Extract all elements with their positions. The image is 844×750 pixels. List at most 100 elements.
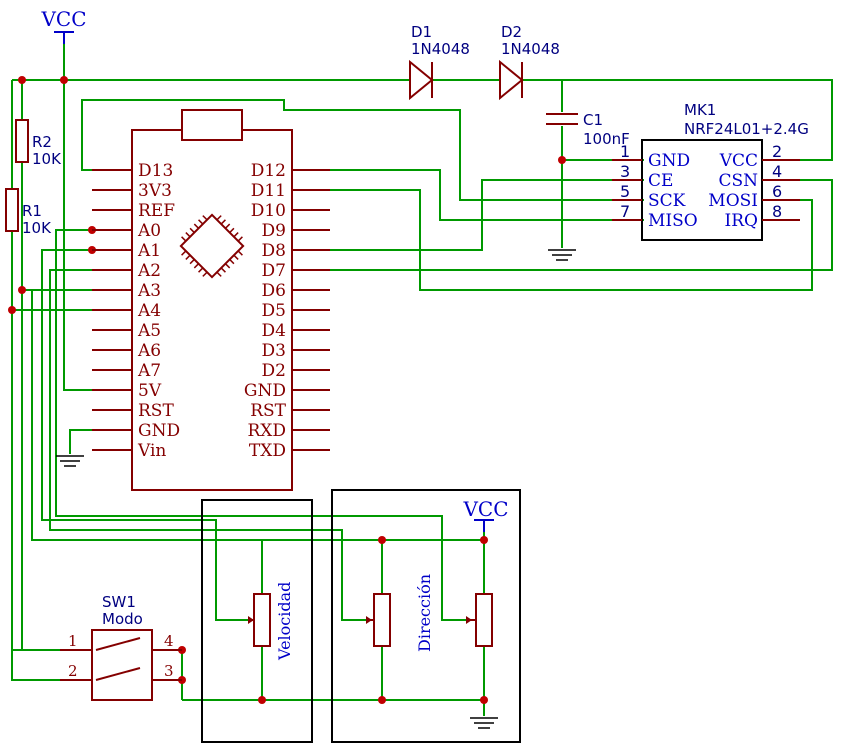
arduino-pin-label-d3: D3 [262,341,286,361]
chip-pin [216,271,222,277]
arduino-pin-label-rxd: RXD [247,421,286,441]
arduino-pin-label-gnd: GND [138,421,180,441]
arduino-pin-label-txd: TXD [249,441,286,461]
arduino-pin-label-5v: 5V [138,381,162,401]
junction-dot [18,286,26,294]
junction-dot [18,76,26,84]
nrf-pin-label-csn: CSN [718,171,758,191]
r2-value: 10K [32,150,62,168]
arduino-pin-label-d2: D2 [262,361,286,381]
arduino-pin-label-a3: A3 [137,281,161,301]
arduino-pin-label-d9: D9 [262,221,286,241]
arduino-pin-label-a6: A6 [137,341,161,361]
nrf-pin-number: 5 [620,182,630,201]
nrf-value: NRF24L01+2.4G [684,120,809,138]
chip-pin [233,254,239,260]
ground-icon [470,717,498,729]
velocidad-box: Velocidad [201,499,313,743]
arduino-pin-label-d6: D6 [262,281,286,301]
potentiometer-velocidad [248,593,271,647]
capacitor-c1: C1 100nF [546,111,630,148]
wire-vcc-to-5v [63,80,92,391]
sw-pin-2: 2 [68,662,78,680]
d1-ref: D1 [411,23,432,41]
junction-dot [558,156,566,164]
nrf-pin-number: 3 [620,162,630,181]
r1-ref: R1 [22,202,42,220]
nrf-body [641,139,763,241]
arduino-pin-label-a2: A2 [137,261,161,281]
wire-sw-pin2 [11,650,92,681]
r2-ref: R2 [32,133,52,151]
wire-a0-to-direccion2 [55,229,472,621]
chip-pin [181,236,187,242]
wire-d13-to-sck [81,99,644,201]
diode-d2: D2 1N4048 [499,23,560,101]
d1-value: 1N4048 [411,40,470,58]
junction-dot [378,696,386,704]
arduino-pin-label-a7: A7 [137,361,161,381]
arduino-pin-label-a0: A0 [137,221,161,241]
ground-symbols [56,249,576,729]
chip-pin [193,223,200,229]
vcc-pot-label: VCC [462,497,508,521]
vcc-top-symbol: VCC [40,7,87,44]
c1-value: 100nF [583,130,630,148]
vcc-top-label: VCC [40,7,86,31]
chip-pin [237,236,243,242]
chip-pin [220,267,226,273]
sw-pin-3: 3 [164,662,174,680]
chip-pin [193,263,200,269]
junction-dot [8,306,16,314]
potentiometer-direccion-1 [366,593,391,647]
chip-pin [185,254,191,260]
diode-d1: D1 1N4048 [409,23,470,101]
arduino-pin-label-d13: D13 [138,161,173,181]
wire-d11-to-mosi [330,189,813,291]
chip-pin [189,227,195,234]
mcu-chip [179,213,245,279]
arduino-pin-label-ref: REF [138,201,175,221]
arduino-pin-label-d5: D5 [262,301,286,321]
direccion-box: Dirección [331,489,521,743]
arduino-pin-label-d11: D11 [251,181,286,201]
nrf-pin-number: 4 [772,162,782,181]
sw-pin-4: 4 [164,632,174,650]
nrf-pin-label-mosi: MOSI [708,191,758,211]
junction-dot [60,76,68,84]
wire-arduino-gnd [69,429,92,454]
c1-ref: C1 [583,111,603,129]
wire-a1-to-velocidad [41,249,248,621]
nrf-pin-label-irq: IRQ [725,211,758,231]
junctions [8,76,566,704]
arduino-pin-label-vin: Vin [137,441,166,461]
arduino-pin-label-a4: A4 [137,301,161,321]
arduino-pin-label-rst: RST [138,401,174,421]
nrf-pin-label-sck: SCK [648,191,686,211]
vcc-pot-symbol: VCC [462,497,509,532]
chip-pin [198,267,204,273]
nrf-pin-label-gnd: GND [648,151,690,171]
nrf-pin-label-ce: CE [648,171,673,191]
arduino-pin-label-a1: A1 [137,241,161,261]
chip-pin [224,263,231,269]
usb-connector [181,109,243,141]
sw1-ref: SW1 [102,593,136,611]
arduino-pin-label-a5: A5 [137,321,161,341]
nrf-pin-number: 8 [772,202,782,221]
resistor-r2: R2 10K [15,119,62,168]
switch-body [91,629,153,701]
resistor-r1: R1 10K [5,188,52,237]
arduino-pin-label-d8: D8 [262,241,286,261]
chip-pin [202,215,208,221]
switch-sw1: SW1 Modo 1 2 4 3 [60,593,182,701]
chip-pin [229,227,235,234]
nrf-pin-label-miso: MISO [648,211,698,231]
nrf-pin-number: 7 [620,202,630,221]
wire-d12-to-miso [330,169,644,221]
